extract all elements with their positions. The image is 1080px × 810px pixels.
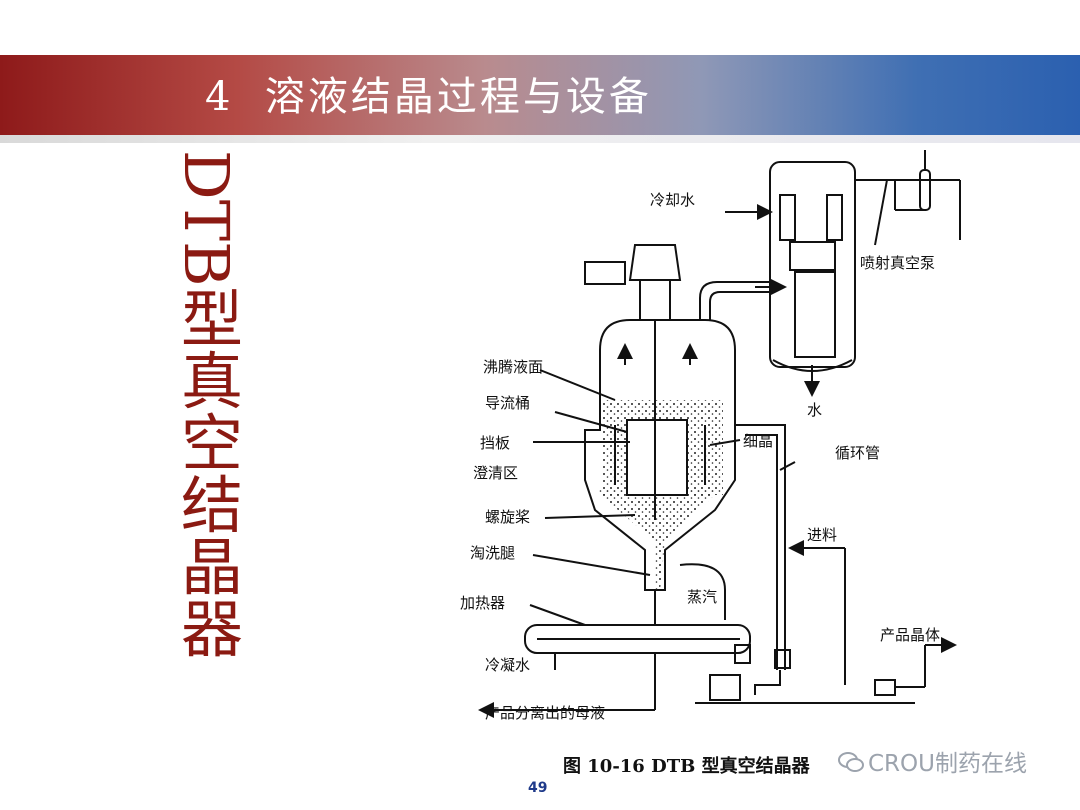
label-heater: 加热器 bbox=[460, 594, 505, 612]
label-product-crystals: 产品晶体 bbox=[880, 626, 940, 644]
dtb-crystallizer-diagram: 冷却水 喷射真空泵 沸腾液面 导流桶 挡板 澄清区 细晶 循环管 螺旋桨 进料 … bbox=[455, 150, 985, 780]
vacuum-pump bbox=[874, 150, 961, 246]
crystallizer-body bbox=[584, 280, 736, 591]
label-condensate: 冷凝水 bbox=[485, 656, 530, 674]
diagram-caption: 图 10-16 DTB 型真空结晶器 bbox=[563, 755, 811, 777]
heater bbox=[478, 590, 751, 718]
agitator-drive bbox=[584, 244, 682, 321]
wechat-icon bbox=[838, 751, 864, 779]
label-steam: 蒸汽 bbox=[687, 588, 717, 606]
label-circulation-pipe: 循环管 bbox=[835, 444, 880, 462]
vertical-title: DTB型真空结晶器 bbox=[170, 150, 243, 659]
label-jet-vacuum-pump: 喷射真空泵 bbox=[860, 254, 935, 272]
watermark: CROU制药在线 bbox=[838, 744, 1027, 779]
header-underline bbox=[0, 135, 1080, 143]
label-cooling-water: 冷却水 bbox=[650, 191, 695, 209]
slide-title: 4 溶液结晶过程与设备 bbox=[205, 64, 652, 122]
vapor-pipe bbox=[709, 291, 770, 320]
slide-title-text: 溶液结晶过程与设备 bbox=[264, 74, 652, 120]
label-feed: 进料 bbox=[807, 526, 837, 544]
circulation-pipe bbox=[709, 424, 791, 701]
label-boiling-surface: 沸腾液面 bbox=[483, 358, 543, 376]
header-banner bbox=[0, 55, 1080, 135]
watermark-text: CROU制药在线 bbox=[868, 751, 1027, 777]
label-clarifying-zone: 澄清区 bbox=[473, 464, 518, 482]
condenser bbox=[769, 161, 885, 372]
label-elutriation-leg: 淘洗腿 bbox=[470, 544, 515, 562]
label-mother-liquor: 产品分离出的母液 bbox=[485, 704, 605, 722]
label-water: 水 bbox=[807, 401, 822, 419]
slide-title-number: 4 bbox=[205, 74, 234, 120]
page-number: 49 bbox=[528, 780, 548, 796]
label-baffle: 挡板 bbox=[480, 434, 510, 452]
diagram-svg: 冷却水 喷射真空泵 沸腾液面 导流桶 挡板 澄清区 细晶 循环管 螺旋桨 进料 … bbox=[460, 150, 961, 777]
label-draft-tube: 导流桶 bbox=[485, 394, 530, 412]
label-fine-crystals: 细晶 bbox=[743, 432, 773, 450]
label-propeller: 螺旋桨 bbox=[485, 508, 530, 526]
